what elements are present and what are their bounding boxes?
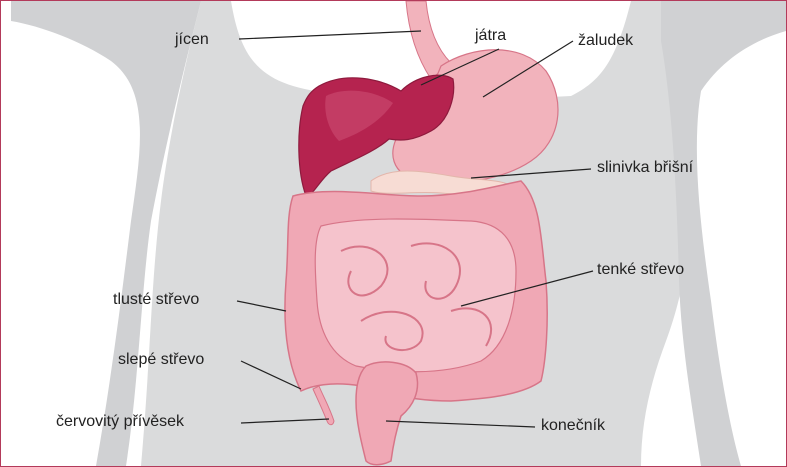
label-slinivka-brisni: slinivka břišní: [597, 159, 693, 177]
label-cervovity-privesek: červovitý přívěsek: [56, 413, 184, 431]
small-intestine-shape: [315, 219, 516, 372]
label-tluste-strevo: tlusté střevo: [113, 291, 199, 309]
label-jicen: jícen: [175, 31, 209, 49]
label-jatra: játra: [475, 27, 506, 45]
label-tenke-strevo: tenké střevo: [597, 261, 684, 279]
label-slepe-strevo: slepé střevo: [118, 351, 204, 369]
label-zaludek: žaludek: [578, 32, 633, 50]
label-konecnik: konečník: [541, 417, 605, 435]
